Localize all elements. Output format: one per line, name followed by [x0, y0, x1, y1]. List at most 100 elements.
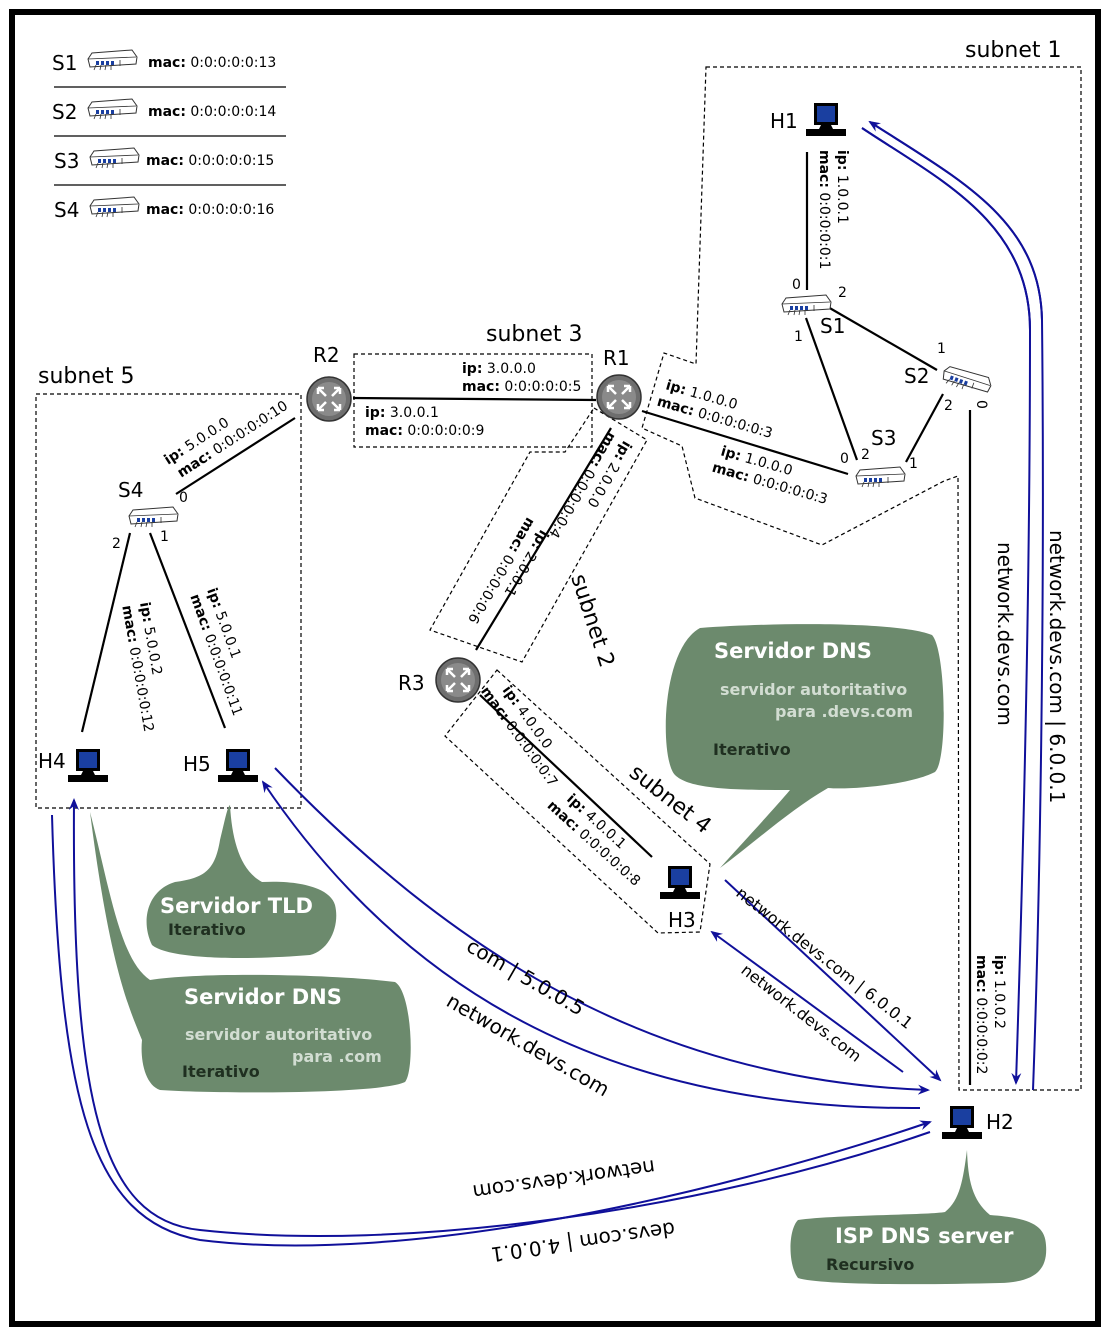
callout-title: Servidor DNS	[184, 985, 342, 1009]
arrow-h4-to-h2	[51, 814, 932, 1247]
ip-label: ip:	[834, 150, 850, 170]
legend-mac-label: mac:	[146, 202, 184, 218]
router-r3-label: R3	[398, 671, 425, 695]
svg-text:mac: 0:0:0:0:0:13: mac: 0:0:0:0:0:13	[148, 55, 276, 71]
callout-bubble	[146, 805, 337, 958]
port-number: 0	[840, 451, 849, 467]
port-number: 1	[937, 341, 946, 357]
mac-value: 0:0:0:0:0:2	[973, 997, 989, 1074]
arrow-h2-to-h5	[261, 780, 921, 1110]
port-number: 0	[179, 490, 188, 506]
link-s1-s2	[820, 302, 938, 371]
svg-text:mac: 0:0:0:0:0:2: mac: 0:0:0:0:0:2	[973, 955, 989, 1074]
ip-label: ip:	[991, 955, 1007, 975]
ip-label: ip:	[664, 377, 688, 398]
link-r2-s4	[175, 417, 296, 495]
callout-bubble	[90, 812, 411, 1093]
legend-mac-value: 0:0:0:0:0:14	[190, 104, 276, 120]
addr-h2: ip: 1.0.0.2 mac: 0:0:0:0:0:2	[973, 955, 1007, 1074]
callout-h2-isp: ISP DNS server Recursivo	[790, 1150, 1047, 1285]
subnet-3-boundary	[353, 353, 593, 448]
ip-label: ip:	[365, 405, 385, 421]
switch-s3-label: S3	[871, 426, 896, 450]
legend-mac-value: 0:0:0:0:0:15	[188, 153, 274, 169]
svg-text:ip: 3.0.0.1: ip: 3.0.0.1	[365, 405, 439, 421]
port-number: 1	[160, 529, 169, 545]
legend-mac-value: 0:0:0:0:0:16	[188, 202, 274, 218]
ip-value: 1.0.0.1	[834, 175, 850, 224]
ip-value: 1.0.0.2	[991, 980, 1007, 1029]
link-r3-h3	[479, 694, 653, 858]
callout-h3-dns: Servidor DNS servidor autoritativo para …	[665, 624, 944, 868]
legend-row-s3: S3 mac: 0:0:0:0:0:15	[54, 147, 274, 173]
legend-mac-label: mac:	[146, 153, 184, 169]
switch-s1-label: S1	[820, 314, 845, 338]
link-s4-h5	[148, 532, 227, 729]
mac-label: mac:	[816, 150, 832, 188]
callout-bubble	[665, 624, 944, 868]
legend-mac-label: mac:	[148, 55, 186, 71]
ip-label: ip:	[136, 601, 155, 624]
switch-legend: S1 mac: 0:0:0:0:0:13 S2 mac: 0:0:0:0:0:1…	[52, 49, 286, 222]
switch-s4-label: S4	[118, 478, 143, 502]
subnet-2-boundary	[429, 407, 648, 663]
mac-value: 0:0:0:0:0:1	[816, 192, 832, 269]
ip-value: 3.0.0.0	[487, 361, 536, 377]
link-r2-r1	[352, 396, 597, 402]
subnet-1-boundary	[641, 66, 1082, 1091]
arrow-h5-to-h2	[274, 767, 930, 1095]
flow-h1-reply-label: network.devs.com | 6.0.0.1	[1045, 530, 1069, 803]
router-r2-label: R2	[313, 343, 340, 367]
addr-r2-subnet3: ip: 3.0.0.1 mac: 0:0:0:0:0:9	[365, 405, 484, 439]
legend-switch-name: S1	[52, 51, 77, 75]
legend-switch-name: S3	[54, 149, 79, 173]
link-s4-h4	[80, 532, 132, 733]
mac-label: mac:	[462, 379, 500, 395]
legend-mac-label: mac:	[148, 104, 186, 120]
callout-bubble	[790, 1150, 1047, 1285]
port-number: 0	[973, 400, 989, 409]
router-r1-label: R1	[603, 346, 630, 370]
router-icon[interactable]	[305, 375, 353, 423]
arrow-h2-to-h1	[861, 127, 1031, 331]
subnet-4-boundary	[444, 669, 711, 934]
mac-label: mac:	[365, 423, 403, 439]
arrow-h2-to-h4	[68, 798, 931, 1237]
legend-switch-name: S4	[54, 198, 79, 222]
legend-row-s2: S2 mac: 0:0:0:0:0:14	[52, 98, 276, 124]
host-h3-label: H3	[668, 908, 696, 932]
callout-mode: Iterativo	[168, 920, 246, 939]
callout-mode: Iterativo	[713, 740, 791, 759]
arrow-h1-to-h2	[869, 121, 1043, 321]
ip-label: ip:	[462, 361, 482, 377]
legend-switch-name: S2	[52, 100, 77, 124]
port-number: 1	[794, 329, 803, 345]
host-h2-label: H2	[986, 1110, 1014, 1134]
legend-row-s4: S4 mac: 0:0:0:0:0:16	[54, 196, 274, 222]
port-number: 2	[861, 447, 870, 463]
link-s2-s3	[905, 393, 944, 463]
host-h4-label: H4	[38, 749, 66, 773]
subnet-1-label: subnet 1	[965, 38, 1061, 63]
callout-subtitle: para .devs.com	[775, 702, 913, 721]
port-number: 0	[792, 277, 801, 293]
mac-label: mac:	[118, 604, 140, 644]
flow-h1-query-label: network.devs.com	[993, 542, 1017, 726]
ip-label: ip:	[719, 443, 743, 464]
legend-row-s1: S1 mac: 0:0:0:0:0:13	[52, 49, 276, 75]
addr-h4: ip: 5.0.0.2 mac: 0:0:0:0:0:12	[118, 601, 164, 733]
port-number: 2	[112, 536, 121, 552]
router-icon[interactable]	[434, 656, 482, 704]
arrow-h3-to-h2	[724, 879, 942, 1082]
port-number: 1	[909, 456, 918, 472]
arrow-h2-to-h3	[710, 930, 904, 1073]
switch-s2-label: S2	[904, 364, 929, 388]
svg-text:mac: 0:0:0:0:0:9: mac: 0:0:0:0:0:9	[365, 423, 484, 439]
callout-title: Servidor DNS	[714, 639, 872, 663]
link-r1-r3	[475, 427, 612, 651]
svg-text:mac: 0:0:0:0:0:14: mac: 0:0:0:0:0:14	[148, 104, 276, 120]
mac-label: mac:	[973, 955, 989, 993]
callout-title: ISP DNS server	[835, 1224, 1014, 1248]
router-icon[interactable]	[595, 373, 643, 421]
